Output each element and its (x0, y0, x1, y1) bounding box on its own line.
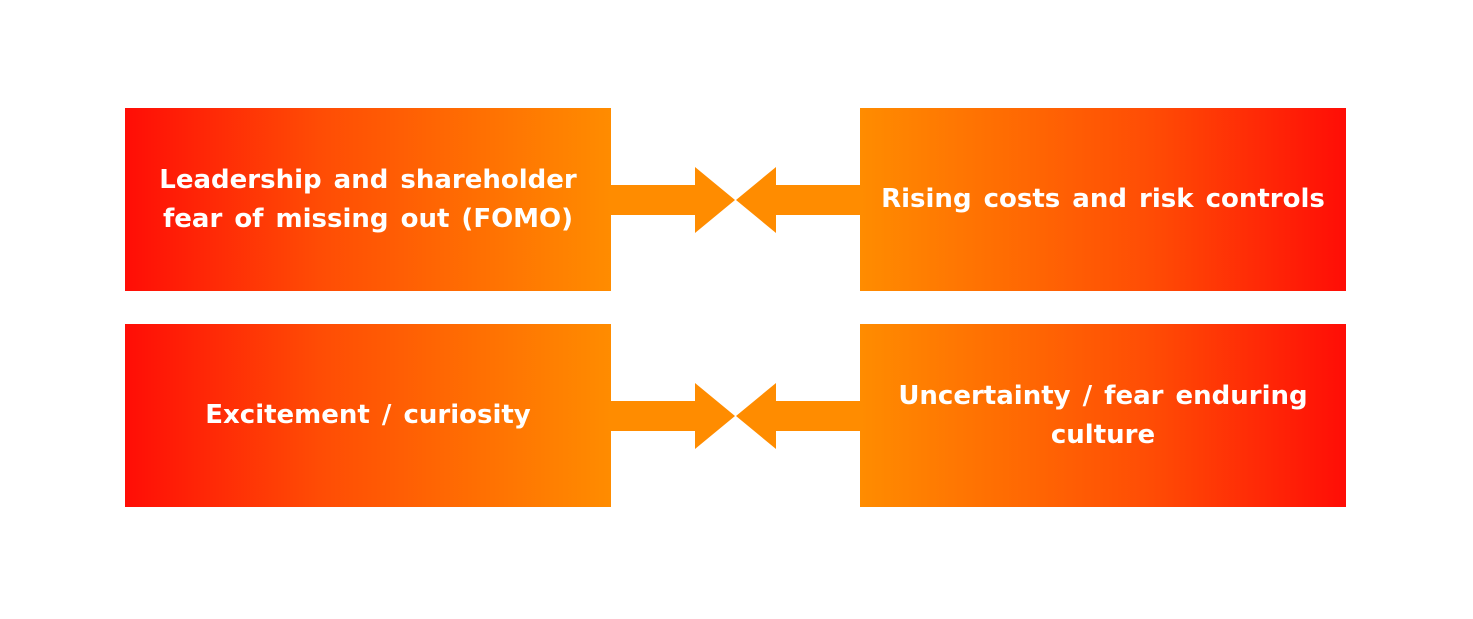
barrier-label-uncertainty: Uncertainty / fear enduring culture (898, 380, 1308, 450)
barrier-label-costs: Rising costs and risk controls (881, 184, 1325, 214)
arrow-right-icon (611, 383, 736, 449)
barrier-box-uncertainty: Uncertainty / fear enduring culture (860, 324, 1346, 507)
driver-label-fomo: Leadership and shareholder fear of missi… (159, 164, 577, 234)
arrow-left-icon (735, 167, 860, 233)
arrow-left-icon (735, 383, 860, 449)
arrow-right-icon (611, 167, 736, 233)
barrier-box-costs: Rising costs and risk controls (860, 108, 1346, 291)
driver-box-fomo: Leadership and shareholder fear of missi… (125, 108, 611, 291)
driver-box-excitement: Excitement / curiosity (125, 324, 611, 507)
driver-label-excitement: Excitement / curiosity (205, 400, 531, 430)
